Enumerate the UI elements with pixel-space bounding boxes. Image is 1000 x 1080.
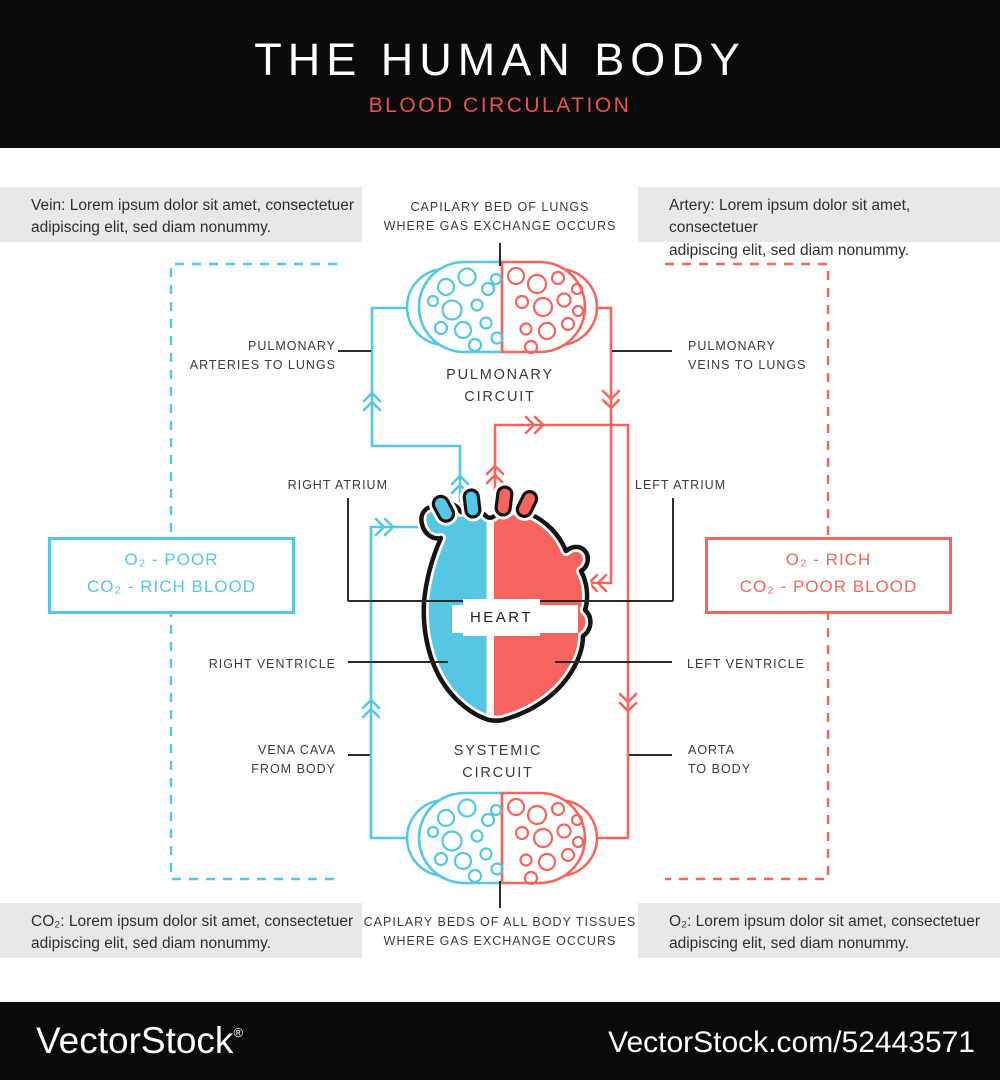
label-right-ventricle: RIGHT VENTRICLE bbox=[208, 657, 336, 671]
artery-info-box: Artery: Lorem ipsum dolor sit amet, cons… bbox=[638, 187, 1000, 259]
heart-illustration bbox=[416, 482, 596, 726]
label-left-ventricle: LEFT VENTRICLE bbox=[687, 657, 805, 671]
page-title: THE HUMAN BODY bbox=[254, 34, 746, 85]
page-subtitle: BLOOD CIRCULATION bbox=[368, 94, 632, 117]
vectorstock-logo: VectorStock® bbox=[36, 1020, 244, 1061]
lungs-illustration bbox=[405, 260, 599, 355]
aorta-line bbox=[485, 415, 638, 840]
label-aorta: AORTA TO BODY bbox=[688, 743, 752, 776]
vectorstock-url: VectorStock.com/52443571 bbox=[608, 1026, 975, 1059]
label-systemic-circuit: SYSTEMIC CIRCUIT bbox=[453, 743, 543, 782]
o2-info-box: O₂: Lorem ipsum dolor sit amet, consecte… bbox=[638, 903, 1000, 958]
label-left-atrium: LEFT ATRIUM bbox=[635, 478, 727, 492]
heart-label: HEART bbox=[463, 599, 540, 636]
label-vena-cava: VENA CAVA FROM BODY bbox=[251, 743, 336, 776]
label-pulmonary-veins: PULMONARY VEINS TO LUNGS bbox=[688, 339, 807, 372]
label-capillary-beds-body: CAPILARY BEDS OF ALL BODY TISSUES WHERE … bbox=[363, 915, 637, 948]
header-bar: THE HUMAN BODY BLOOD CIRCULATION bbox=[0, 0, 1000, 148]
alveoli-blue bbox=[426, 267, 504, 353]
alveoli-red bbox=[506, 266, 585, 355]
vena-cava-line bbox=[361, 517, 425, 840]
footer-bar: VectorStock® VectorStock.com/52443571 bbox=[0, 1002, 1000, 1080]
label-pulmonary-circuit: PULMONARY CIRCUIT bbox=[446, 367, 554, 406]
label-right-atrium: RIGHT ATRIUM bbox=[287, 478, 388, 492]
body-capillary-bed-illustration bbox=[405, 791, 599, 886]
co2-info-box: CO₂: Lorem ipsum dolor sit amet, consect… bbox=[0, 903, 362, 958]
registered-mark: ® bbox=[233, 1025, 244, 1040]
o2-rich-blood-box: O₂ - RICH CO₂ - POOR BLOOD bbox=[705, 537, 952, 614]
label-pulmonary-arteries: PULMONARY ARTERIES TO LUNGS bbox=[189, 339, 336, 372]
vein-info-box: Vein: Lorem ipsum dolor sit amet, consec… bbox=[0, 187, 362, 242]
heart-vessel-stubs bbox=[428, 482, 542, 526]
label-capillary-bed-lungs: CAPILARY BED OF LUNGS WHERE GAS EXCHANGE… bbox=[383, 200, 617, 233]
o2-poor-blood-box: O₂ - POOR CO₂ - RICH BLOOD bbox=[48, 537, 295, 614]
